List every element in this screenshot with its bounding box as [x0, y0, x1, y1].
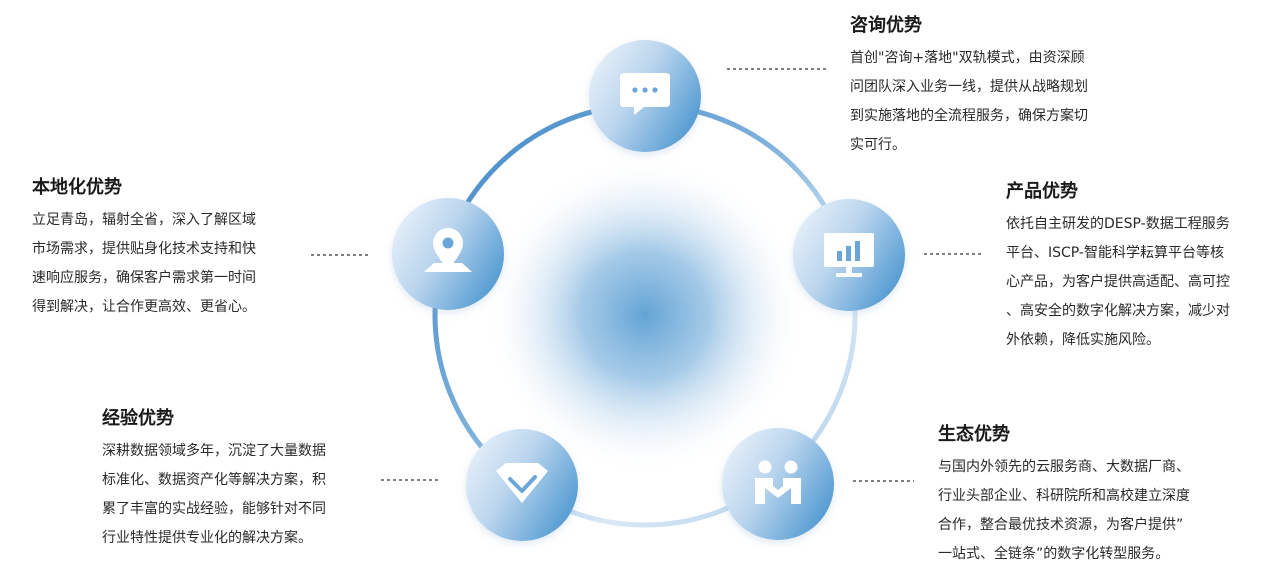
- block-line: 行业头部企业、科研院所和高校建立深度: [938, 488, 1190, 504]
- block-line: 首创"咨询+落地"双轨模式，由资深顾: [850, 50, 1085, 66]
- chat-bubble-icon: [620, 73, 670, 115]
- connectors: [311, 68, 983, 482]
- node-circle-ecosystem: [722, 428, 834, 540]
- text-block-localization: 本地化优势 立足青岛，辐射全省，深入了解区域 市场需求，提供贴身化技术支持和快 …: [32, 176, 256, 322]
- block-line: 合作，整合最优技术资源，为客户提供”: [938, 517, 1184, 533]
- node-ecosystem: [722, 428, 834, 540]
- block-title: 本地化优势: [32, 177, 122, 198]
- block-line: 得到解决，让合作更高效、更省心。: [32, 299, 256, 315]
- block-line: 市场需求，提供贴身化技术支持和快: [32, 241, 256, 257]
- block-title: 生态优势: [938, 424, 1010, 445]
- text-block-experience: 经验优势 深耕数据领域多年，沉淀了大量数据 标准化、数据资产化等解决方案，积 累…: [102, 407, 326, 553]
- gem-check-icon: [496, 463, 548, 503]
- block-line: 问团队深入业务一线，提供从战略规划: [850, 79, 1088, 95]
- block-title: 咨询优势: [850, 15, 922, 36]
- bar-chart-monitor-icon: [824, 233, 874, 277]
- block-line: 到实施落地的全流程服务，确保方案切: [850, 108, 1088, 124]
- block-title: 经验优势: [102, 408, 174, 429]
- block-line: 实可行。: [850, 137, 906, 153]
- block-line: 与国内外领先的云服务商、大数据厂商、: [938, 459, 1190, 475]
- block-line: 深耕数据领域多年，沉淀了大量数据: [102, 443, 326, 459]
- block-line: 行业特性提供专业化的解决方案。: [102, 530, 312, 546]
- handshake-people-icon: [755, 460, 801, 504]
- node-product: [793, 199, 905, 311]
- block-line: 速响应服务，确保客户需求第一时间: [32, 270, 256, 286]
- location-pin-icon: [424, 228, 472, 272]
- block-line: 心产品，为客户提供高适配、高可控: [1006, 274, 1230, 290]
- node-consulting: [589, 40, 701, 152]
- block-line: 平台、ISCP-智能科学耘算平台等核: [1006, 245, 1224, 261]
- node-experience: [466, 429, 578, 541]
- block-line: 累了丰富的实战经验，能够针对不同: [102, 501, 326, 517]
- block-line: 立足青岛，辐射全省，深入了解区域: [32, 212, 256, 228]
- node-localization: [392, 198, 504, 310]
- block-line: 、高安全的数字化解决方案，减少对: [1006, 303, 1230, 319]
- block-line: 一站式、全链条”的数字化转型服务。: [938, 546, 1170, 562]
- block-line: 标准化、数据资产化等解决方案，积: [102, 472, 326, 488]
- block-title: 产品优势: [1006, 181, 1078, 202]
- block-line: 外依赖，降低实施风险。: [1006, 332, 1160, 348]
- text-block-ecosystem: 生态优势 与国内外领先的云服务商、大数据厂商、 行业头部企业、科研院所和高校建立…: [938, 423, 1190, 569]
- text-block-consulting: 咨询优势 首创"咨询+落地"双轨模式，由资深顾 问团队深入业务一线，提供从战略规…: [850, 14, 1088, 160]
- text-block-product: 产品优势 依托自主研发的DESP-数据工程服务 平台、ISCP-智能科学耘算平台…: [1006, 180, 1230, 355]
- center-glow: [485, 155, 805, 475]
- block-line: 依托自主研发的DESP-数据工程服务: [1006, 216, 1230, 232]
